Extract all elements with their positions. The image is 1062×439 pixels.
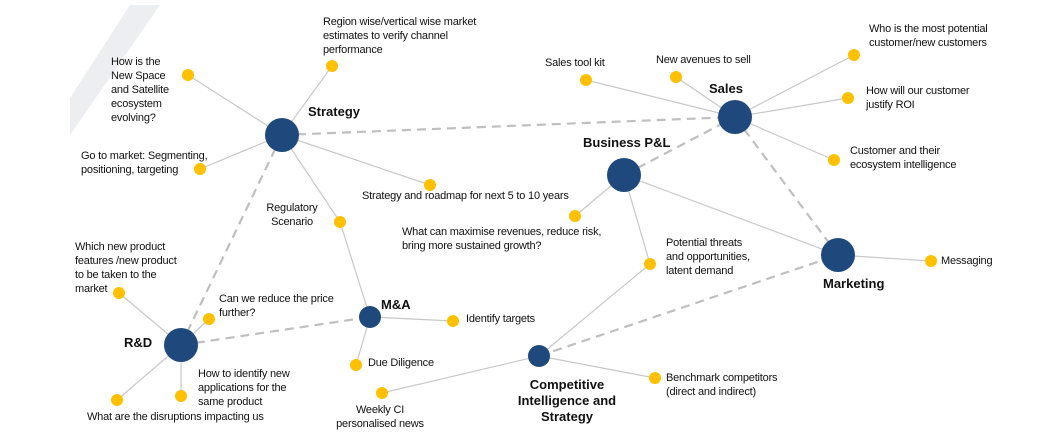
connector-l-roadmap — [281, 134, 431, 186]
leaf-label-messaging: Messaging — [941, 255, 993, 267]
leaf-label-disruptions: What are the disruptions impacting us — [87, 411, 264, 423]
leaf-label-benchmark: Benchmark competitors (direct and indire… — [666, 372, 778, 398]
dashed-link-strategy-rd — [180, 134, 283, 346]
hub-node-ci — [528, 345, 550, 367]
leaf-label-sales-toolkit: Sales tool kit — [545, 57, 605, 69]
decorative-stripe — [70, 5, 160, 135]
hub-label-ma: M&A — [381, 297, 411, 312]
connector-l-toolkit — [585, 79, 736, 118]
hub-node-sales — [718, 100, 752, 134]
leaf-label-identify-targets: Identify targets — [466, 313, 535, 325]
connector-l-potential — [734, 54, 855, 118]
hub-label-competitive-intelligence: Competitive Intelligence and Strategy — [517, 377, 617, 424]
leaf-node-maximise — [569, 210, 581, 222]
link-l-regulatory-ma — [339, 221, 371, 318]
hub-node-business-pl — [607, 158, 641, 192]
connector-l-custeco — [734, 116, 835, 161]
hub-node-ma — [359, 306, 381, 328]
hub-label-strategy: Strategy — [308, 104, 361, 119]
leaf-node-threats — [644, 258, 656, 270]
leaf-node-gotomarket — [194, 163, 206, 175]
leaf-node-roi — [842, 92, 854, 104]
leaf-label-go-to-market: Go to market: Segmenting, positioning, t… — [81, 150, 208, 176]
connector-l-targets — [369, 316, 454, 322]
leaf-label-new-avenues: New avenues to sell — [656, 54, 751, 66]
connector-l-newspace — [187, 74, 283, 136]
hub-node-rd — [164, 328, 198, 362]
hub-label-marketing: Marketing — [823, 276, 885, 291]
leaf-node-price — [203, 313, 215, 325]
connector-l-benchmark — [538, 355, 656, 379]
dashed-link-strategy-sales — [281, 115, 736, 137]
leaf-node-roadmap — [424, 179, 436, 191]
leaf-label-product-features: Which new product features /new product … — [75, 241, 177, 295]
leaf-label-reduce-price: Can we reduce the price further? — [219, 293, 334, 319]
leaf-node-messaging — [925, 255, 937, 267]
leaf-label-regulatory: Regulatory Scenario — [266, 202, 318, 228]
leaf-node-regulatory — [334, 216, 346, 228]
link-l-threats-ci — [538, 263, 651, 357]
leaf-node-toolkit — [580, 74, 592, 86]
leaf-node-targets — [447, 315, 459, 327]
connector-l-roi — [734, 97, 849, 118]
leaf-node-newspace — [182, 69, 194, 81]
dashed-link-ci-marketing — [538, 253, 839, 358]
dashed-link-sales-marketing — [734, 116, 839, 256]
leaf-label-potential-customer: Who is the most potential customer/new c… — [869, 23, 988, 49]
leaf-node-weeklyci — [376, 387, 388, 399]
leaf-node-applications — [175, 390, 187, 402]
leaf-label-weekly-ci: Weekly CI personalised news — [336, 404, 424, 430]
leaf-node-avenues — [670, 71, 682, 83]
leaf-node-disruptions — [111, 394, 123, 406]
leaf-label-new-space: How is the New Space and Satellite ecosy… — [111, 56, 169, 124]
leaf-label-due-diligence: Due Diligence — [368, 357, 434, 369]
leaf-label-maximise-revenues: What can maximise revenues, reduce risk,… — [402, 226, 602, 252]
leaf-node-diligence — [350, 359, 362, 371]
leaf-label-region-wise: Region wise/vertical wise market estimat… — [323, 16, 477, 56]
dashed-link-business-pl-sales — [623, 116, 736, 176]
leaf-node-features — [113, 287, 125, 299]
hub-node-strategy — [265, 118, 299, 152]
leaf-label-roi: How will our customer justify ROI — [866, 85, 970, 111]
leaf-node-potential — [848, 49, 860, 61]
leaf-node-benchmark — [649, 372, 661, 384]
leaf-label-new-applications: How to identify new applications for the… — [198, 368, 290, 408]
dashed-link-rd-ma — [180, 315, 371, 347]
leaf-label-roadmap: Strategy and roadmap for next 5 to 10 ye… — [362, 190, 569, 202]
hub-label-rd: R&D — [124, 335, 153, 350]
leaf-label-customer-ecosystem: Customer and their ecosystem intelligenc… — [850, 145, 957, 171]
link-business-pl-marketing — [623, 174, 839, 256]
leaf-node-custeco — [828, 154, 840, 166]
leaf-node-region — [326, 60, 338, 72]
connector-l-regulatory — [281, 134, 341, 223]
leaf-label-threats: Potential threats and opportunities, lat… — [666, 237, 750, 277]
hub-label-business-pl: Business P&L — [583, 135, 671, 150]
connector-l-weeklyci — [381, 355, 540, 394]
hub-node-marketing — [821, 238, 855, 272]
hub-label-sales: Sales — [709, 81, 743, 96]
